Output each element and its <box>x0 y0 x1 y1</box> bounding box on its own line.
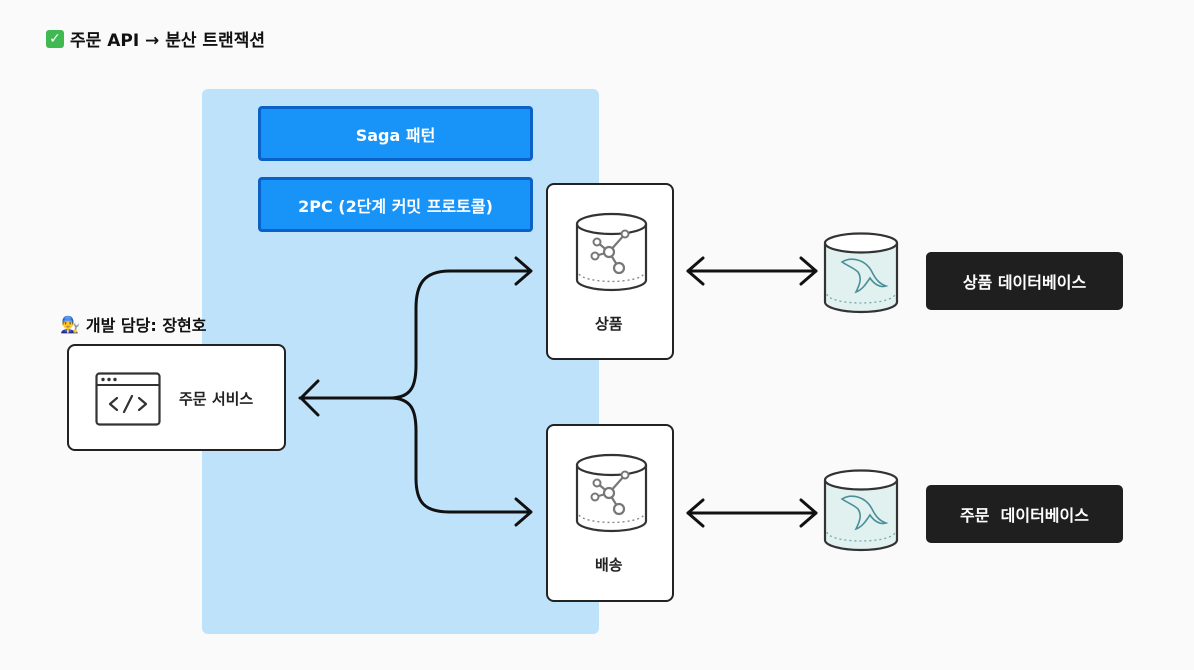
code-window-icon <box>95 372 161 426</box>
check-mark-icon: ✓ <box>46 29 64 48</box>
developer-label: 👨‍🔧 개발 담당: 장현호 <box>60 312 207 336</box>
product-branch-arrow <box>388 269 530 400</box>
product-db-arrowhead-left <box>686 256 705 286</box>
developer-text: 개발 담당: 장현호 <box>85 316 207 335</box>
two-phase-commit-label: 2PC (2단계 커밋 프로토콜) <box>298 196 493 216</box>
mysql-database-icon <box>823 232 899 314</box>
order-db-arrowhead-right <box>799 498 818 528</box>
product-branch-arrowhead <box>514 256 533 286</box>
shipping-branch-arrow <box>388 396 530 514</box>
saga-pattern-box: Saga 패턴 <box>258 106 533 161</box>
order-service-arrowhead <box>299 379 320 417</box>
product-service-card: 상품 <box>546 183 674 360</box>
mysql-database-icon <box>823 469 899 552</box>
page-title: ✓ 주문 API → 분산 트랜잭션 <box>46 26 265 51</box>
graph-database-icon <box>575 453 648 533</box>
page-title-text: 주문 API → 분산 트랜잭션 <box>70 31 265 51</box>
product-database-label: 상품 데이터베이스 <box>962 273 1087 292</box>
shipping-service-label: 배송 <box>595 556 623 574</box>
order-service-label: 주문 서비스 <box>179 390 254 408</box>
shipping-service-card: 배송 <box>546 424 674 602</box>
product-database-label-box: 상품 데이터베이스 <box>926 252 1123 310</box>
graph-database-icon <box>575 212 648 292</box>
order-service-card: 주문 서비스 <box>67 344 286 451</box>
shipping-branch-arrowhead <box>514 497 533 527</box>
order-database-label-box: 주문 데이터베이스 <box>926 485 1123 543</box>
developer-emoji-icon: 👨‍🔧 <box>60 314 80 334</box>
two-phase-commit-box: 2PC (2단계 커밋 프로토콜) <box>258 177 533 232</box>
product-db-arrowhead-right <box>799 256 818 286</box>
product-service-label: 상품 <box>595 315 623 333</box>
order-database-label: 주문 데이터베이스 <box>960 506 1089 525</box>
saga-pattern-label: Saga 패턴 <box>355 125 436 145</box>
order-db-arrowhead-left <box>686 498 705 528</box>
